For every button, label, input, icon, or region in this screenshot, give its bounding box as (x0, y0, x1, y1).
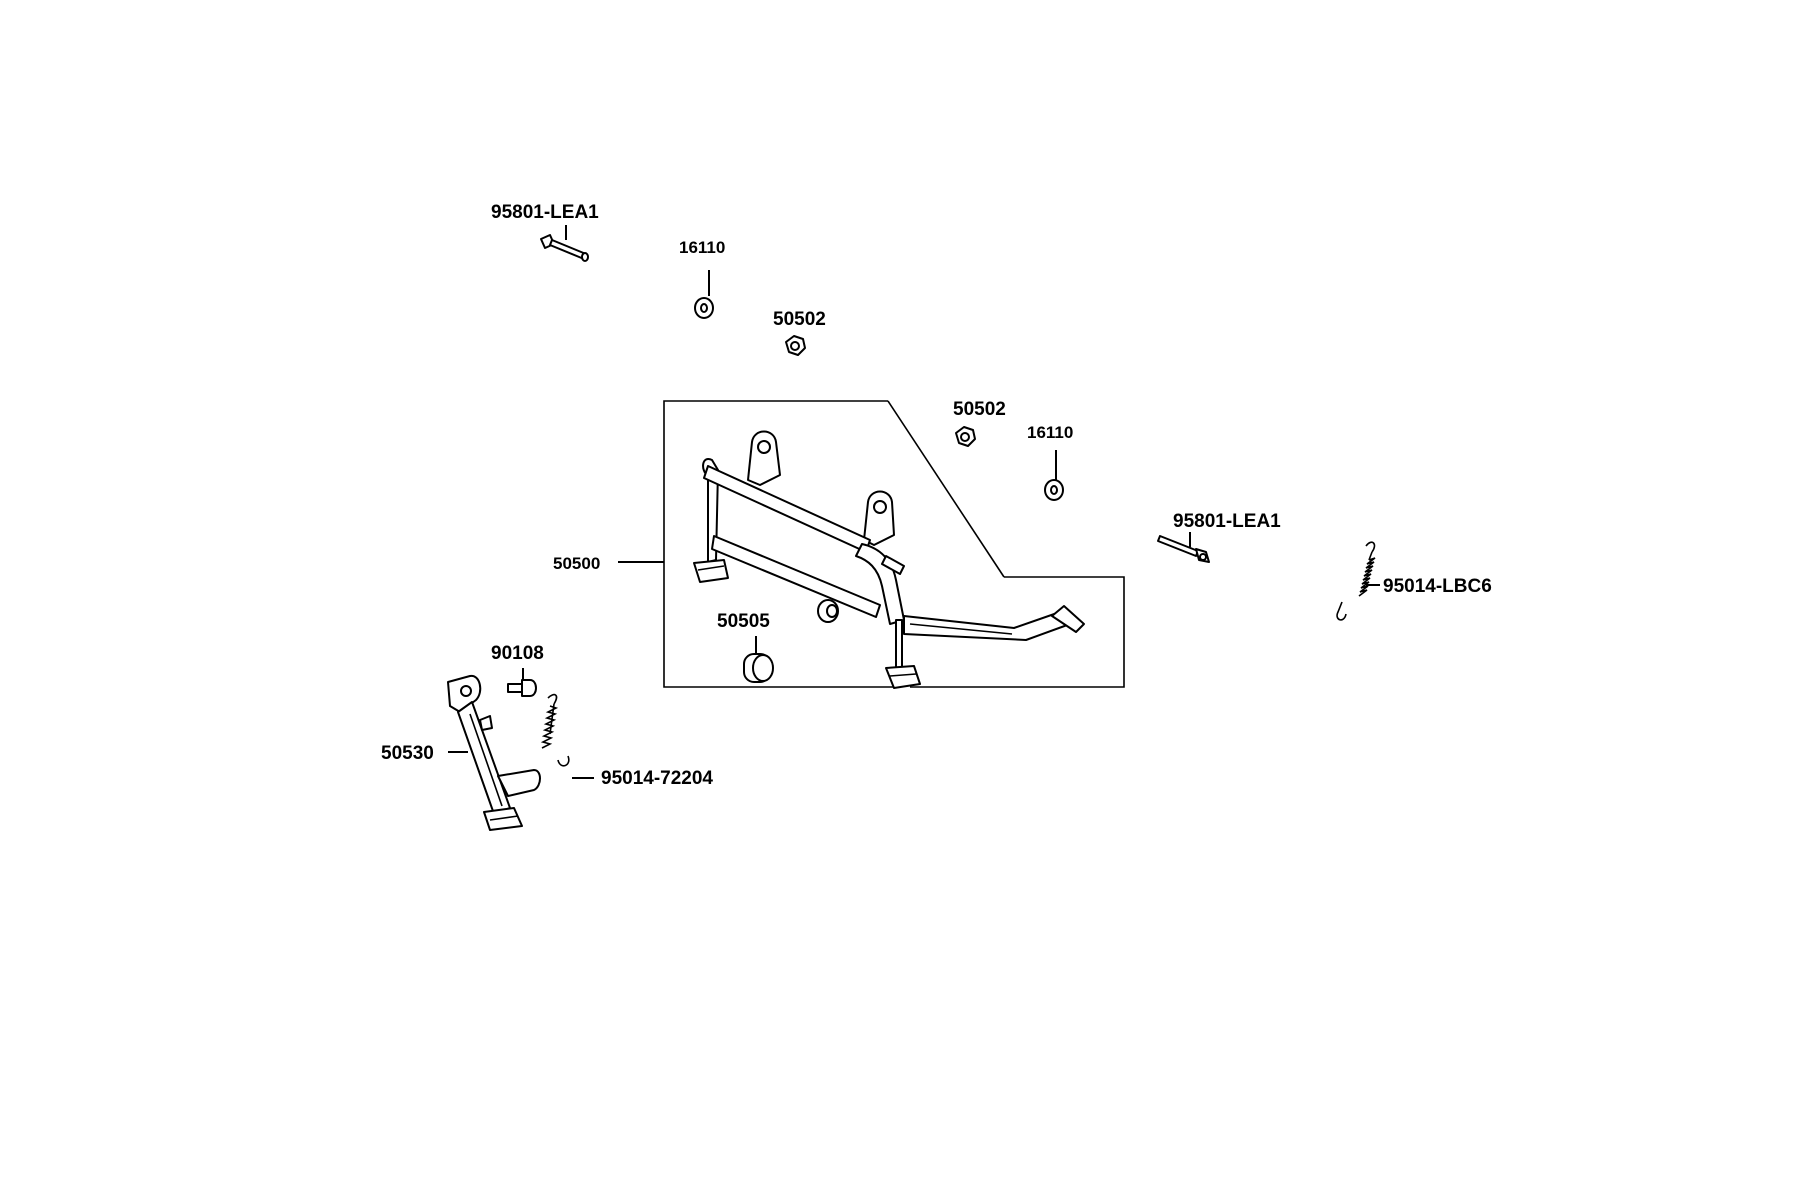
label-main-stand: 50500 (553, 554, 600, 573)
spring-right-icon (1336, 541, 1380, 621)
label-spring-side: 95014-72204 (601, 768, 713, 789)
nut-top-icon (785, 335, 806, 356)
bolt-right-icon (1157, 532, 1210, 563)
label-spring-right: 95014-LBC6 (1383, 576, 1492, 597)
side-stand-icon (447, 674, 541, 831)
label-pin: 90108 (491, 643, 544, 664)
nut-right-icon (955, 426, 976, 447)
label-bolt-right: 95801-LEA1 (1173, 511, 1281, 532)
bolt-top-icon (540, 225, 589, 262)
washer-right-icon (1044, 450, 1064, 501)
pin-icon (507, 668, 537, 697)
spring-side-icon (540, 693, 594, 779)
label-bolt-top: 95801-LEA1 (491, 202, 599, 223)
washer-top-icon (694, 270, 714, 319)
label-nut-right: 50502 (953, 399, 1006, 420)
label-washer-top: 16110 (679, 238, 725, 257)
main-stand-group-box (618, 400, 1125, 688)
label-stopper-rubber: 50505 (717, 611, 770, 632)
stopper-rubber-icon (743, 636, 774, 683)
label-side-stand: 50530 (381, 743, 434, 764)
label-nut-top: 50502 (773, 309, 826, 330)
main-stand-icon (693, 430, 1085, 689)
label-washer-right: 16110 (1027, 423, 1073, 442)
